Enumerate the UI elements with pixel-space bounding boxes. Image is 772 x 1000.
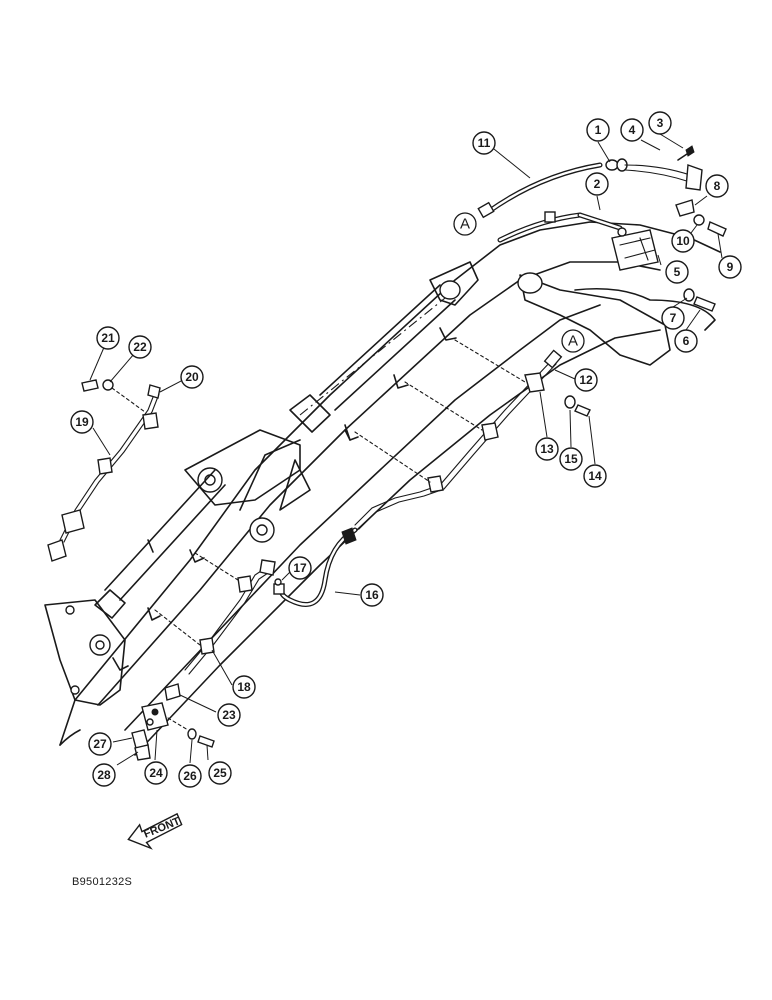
drawing-number: B9501232S: [72, 876, 133, 888]
callout-number: 10: [676, 234, 690, 248]
callout-11: 11: [472, 131, 496, 155]
callout-1: 1: [586, 118, 610, 142]
callout-25: 25: [208, 761, 232, 785]
callout-number: 6: [683, 334, 690, 348]
callout-number: 13: [540, 442, 554, 456]
boom-structure: [44, 221, 721, 756]
callout-15: 15: [559, 447, 583, 471]
callout-2: 2: [585, 172, 609, 196]
callout-20: 20: [180, 365, 204, 389]
callout-number: 22: [133, 340, 147, 354]
callout-24: 24: [144, 761, 168, 785]
callout-number: 18: [237, 680, 251, 694]
reference-mark-a-upper-label: A: [460, 216, 470, 233]
callout-14: 14: [583, 464, 607, 488]
callout-17: 17: [288, 556, 312, 580]
callout-19: 19: [70, 410, 94, 434]
callout-number: 16: [365, 588, 379, 602]
callout-23: 23: [217, 703, 241, 727]
boom-grease-line: [273, 339, 591, 607]
callout-number: 9: [727, 260, 734, 274]
callout-number: 26: [183, 769, 197, 783]
front-label: FRONT: [142, 815, 182, 840]
callout-number: 17: [293, 561, 307, 575]
callout-4: 4: [620, 118, 644, 142]
callout-16: 16: [360, 583, 384, 607]
callout-number: 23: [222, 708, 236, 722]
callout-22: 22: [128, 335, 152, 359]
callout-21: 21: [96, 326, 120, 350]
callout-6: 6: [674, 329, 698, 353]
callout-number: 25: [213, 766, 227, 780]
callout-number: 28: [97, 768, 111, 782]
callout-26: 26: [178, 764, 202, 788]
callout-number: 3: [657, 116, 664, 130]
callout-number: 20: [185, 370, 199, 384]
callout-number: 24: [149, 766, 163, 780]
callout-9: 9: [718, 255, 742, 279]
callout-10: 10: [671, 229, 695, 253]
lower-manifold-assembly: [131, 702, 215, 761]
callout-number: 19: [75, 415, 89, 429]
callout-number: 8: [714, 179, 721, 193]
reference-mark-a-upper: A: [453, 212, 477, 236]
callout-3: 3: [648, 111, 672, 135]
callout-7: 7: [661, 306, 685, 330]
callout-8: 8: [705, 174, 729, 198]
callout-number: 12: [579, 373, 593, 387]
lower-grease-line: [154, 552, 276, 701]
reference-mark-a-lower-label: A: [568, 333, 578, 350]
callout-27: 27: [88, 732, 112, 756]
callout-5: 5: [665, 260, 689, 284]
callout-12: 12: [574, 368, 598, 392]
callout-number: 5: [674, 265, 681, 279]
callout-number: 1: [595, 123, 602, 137]
callout-number: 27: [93, 737, 107, 751]
upper-hose-assembly: [477, 145, 727, 312]
callout-number: 4: [629, 123, 636, 137]
reference-mark-a-lower: A: [561, 329, 585, 353]
callout-number: 15: [564, 452, 578, 466]
callout-number: 7: [670, 311, 677, 325]
callout-28: 28: [92, 763, 116, 787]
callout-number: 2: [594, 177, 601, 191]
callout-number: 14: [588, 469, 602, 483]
leader-lines: [89, 133, 723, 766]
callout-number: 21: [101, 331, 115, 345]
callout-13: 13: [535, 437, 559, 461]
callout-number: 11: [478, 136, 491, 150]
left-grease-line: [47, 379, 161, 562]
front-arrow: FRONT: [127, 812, 183, 850]
callout-18: 18: [232, 675, 256, 699]
